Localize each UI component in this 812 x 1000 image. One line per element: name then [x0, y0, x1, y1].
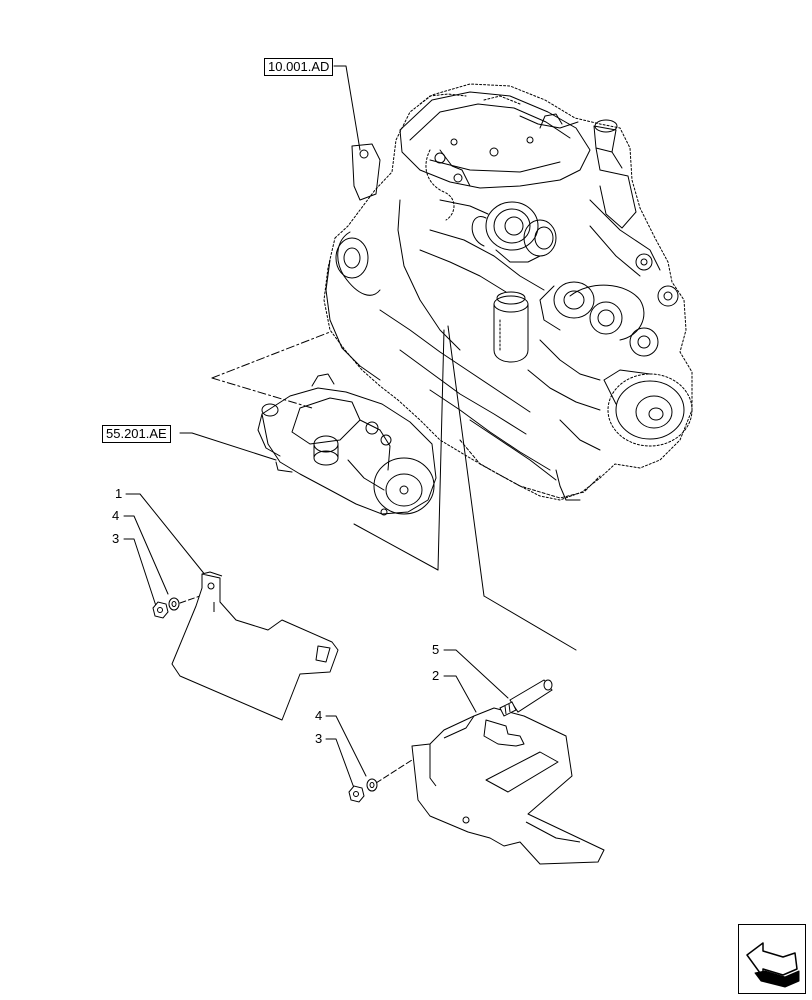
callout-part-2: 2	[432, 668, 440, 683]
callout-part-4-upper: 4	[112, 508, 120, 523]
part-2-heat-shield	[411, 707, 605, 865]
part-3-4-nut-washer-upper	[152, 597, 180, 619]
part-5-stud	[499, 679, 553, 717]
next-page-button[interactable]	[738, 924, 806, 994]
starter-motor-illustration	[257, 373, 437, 516]
callout-part-3-lower: 3	[315, 731, 323, 746]
part-1-heat-shield	[171, 571, 339, 721]
callout-part-3-upper: 3	[112, 531, 120, 546]
callout-part-1: 1	[115, 486, 123, 501]
reference-engine-label[interactable]: 10.001.AD	[264, 58, 334, 76]
callout-part-5: 5	[432, 642, 440, 657]
callout-part-4-lower: 4	[315, 708, 323, 723]
part-3-4-nut-washer-lower	[348, 778, 378, 803]
next-page-arrow-icon	[746, 942, 800, 988]
engine-illustration	[323, 83, 693, 501]
reference-starter-label[interactable]: 55.201.AE	[102, 425, 171, 443]
